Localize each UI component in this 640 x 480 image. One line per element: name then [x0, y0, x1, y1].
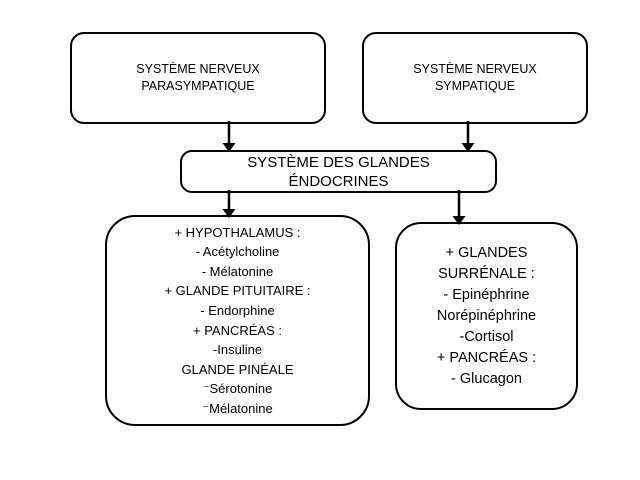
right-glands-line-2: SURRÉNALE : — [438, 265, 535, 282]
node-sympathetic-nervous-system[interactable]: SYSTÈME NERVEUX SYMPATIQUE — [362, 32, 588, 124]
left-glands-line-2: - Acétylcholine — [195, 244, 280, 260]
node-parasympathetic-nervous-system[interactable]: SYSTÈME NERVEUX PARASYMPATIQUE — [70, 32, 326, 124]
right-glands-line-6: + PANCRÉAS : — [436, 349, 537, 366]
arrow-parasympathetic-to-endocrine-glyph — [222, 121, 236, 152]
node-sympathetic-line-1: SYSTÈME NERVEUX — [413, 62, 537, 76]
left-glands-line-1: + HYPOTHALAMUS : — [174, 224, 301, 240]
arrow-sympathetic-to-endocrine-glyph — [461, 121, 475, 152]
left-glands-line-4: + GLANDE PITUITAIRE : — [164, 283, 311, 299]
arrow-sympathetic-to-endocrine — [457, 121, 479, 153]
node-endocrine-gland-system[interactable]: SYSTÈME DES GLANDES ÉNDOCRINES — [180, 150, 497, 193]
left-glands-line-9: ⁻Sérotonine — [202, 381, 273, 397]
right-glands-line-4: Norépinéphrine — [436, 307, 537, 324]
node-parasympathetic-line-2: PARASYMPATIQUE — [141, 79, 255, 93]
arrow-endocrine-to-left-glands-glyph — [222, 190, 236, 218]
node-hypothalamus-pituitary-pancreas-pineal[interactable]: + HYPOTHALAMUS : - Acétylcholine - Mélat… — [105, 215, 370, 426]
node-adrenal-glands-pancreas[interactable]: + GLANDES SURRÉNALE : - Epinéphrine Noré… — [395, 222, 578, 410]
arrow-endocrine-to-right-glands-glyph — [452, 190, 466, 225]
arrow-parasympathetic-to-endocrine — [218, 121, 240, 153]
node-endocrine-line-2: ÉNDOCRINES — [288, 172, 389, 190]
left-glands-line-7: -Insuline — [212, 342, 263, 358]
left-glands-line-10: ⁻Mélatonine — [202, 400, 273, 416]
right-glands-line-5: -Cortisol — [459, 328, 514, 345]
node-parasympathetic-line-1: SYSTÈME NERVEUX — [136, 62, 260, 76]
left-glands-line-8: GLANDE PINÉALE — [181, 361, 294, 377]
left-glands-line-3: - Mélatonine — [201, 263, 274, 279]
right-glands-line-1: + GLANDES — [445, 244, 528, 261]
arrow-endocrine-to-left-glands — [218, 190, 240, 219]
arrow-endocrine-to-right-glands — [448, 190, 470, 226]
node-endocrine-line-1: SYSTÈME DES GLANDES — [247, 153, 430, 171]
node-sympathetic-line-2: SYMPATIQUE — [434, 79, 516, 93]
right-glands-line-7: - Glucagon — [451, 370, 522, 387]
left-glands-line-5: - Endorphine — [200, 302, 275, 318]
right-glands-line-3: - Epinéphrine — [443, 286, 530, 303]
left-glands-line-6: + PANCRÉAS : — [193, 322, 282, 338]
